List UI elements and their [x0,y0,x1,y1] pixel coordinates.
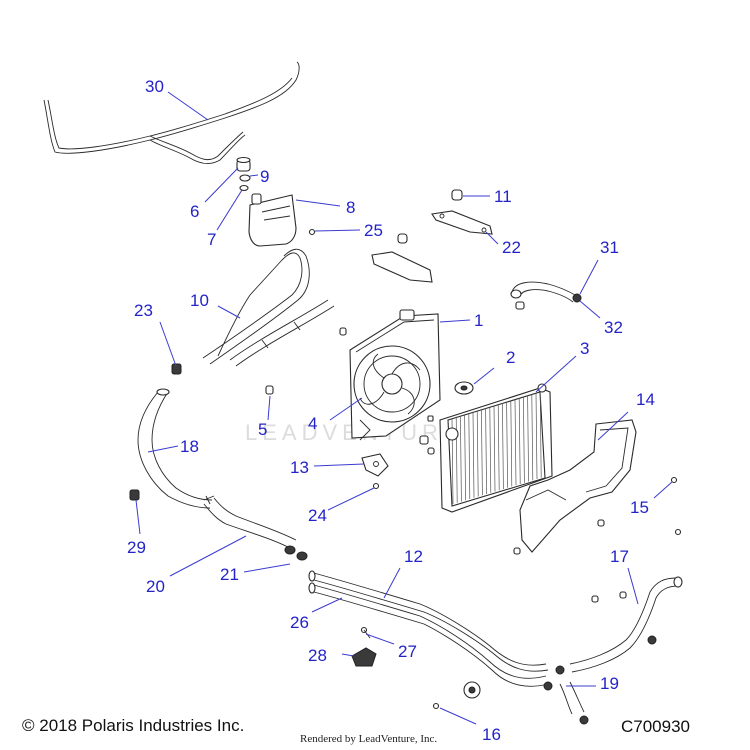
part-14-air-duct [519,419,637,553]
callout-18: 18 [180,437,199,456]
callout-1: 1 [474,311,483,330]
callout-30: 30 [145,77,164,96]
radiator-fin [514,399,517,486]
part-3-radiator [439,383,553,513]
radiator-fin [468,412,471,500]
part-8-coolant-reservoir [248,193,297,247]
callout-14: 14 [636,390,655,409]
radiator-fin [472,411,475,498]
radiator-fin [476,410,479,497]
radiator-fin [523,396,525,483]
radiator-fin [493,405,496,492]
part-20-coolant-pipe [203,495,297,549]
callout-2: 2 [506,348,515,367]
radiator-fin [464,414,466,501]
part-13-lower-bracket [361,453,389,477]
callout-17: 17 [610,547,629,566]
callout-23: 23 [134,301,153,320]
copyright-text: © 2018 Polaris Industries Inc. [22,716,245,735]
misc-fasteners [427,415,627,603]
callout-20: 20 [146,577,165,596]
shroud-mount-tabs [339,327,435,455]
callout-4: 4 [308,414,317,433]
callout-13: 13 [290,458,309,477]
callout-27: 27 [398,642,417,661]
callout-numbers: 30 6 9 7 8 25 10 11 22 31 32 23 1 2 3 4 … [127,77,655,744]
radiator-fin [460,415,462,502]
part-5-nut [265,385,274,395]
callout-32: 32 [604,318,623,337]
callout-31: 31 [600,238,619,257]
part-21-hose-clamps [284,545,308,561]
part-24-screw [372,482,380,490]
radiator-fin [518,397,521,485]
radiator-fin [489,406,492,493]
part-4-cooling-fan [353,345,431,423]
part-11-grommet [451,189,463,201]
radiator-fin [531,394,534,481]
part-18-radiator-hose [137,388,213,509]
callout-28: 28 [308,646,327,665]
callout-11: 11 [494,187,512,206]
drawing-code: C700930 [621,717,691,736]
radiator-fin [485,407,487,495]
radiator-fin [535,392,538,480]
callout-9: 9 [260,167,269,186]
part-6-reservoir-cap [236,156,251,172]
radiator-fin [497,404,500,491]
part-23-hose-clamp [171,363,182,375]
callout-6: 6 [190,202,199,221]
callout-8: 8 [346,198,355,217]
part-10-coolant-tubes [202,248,335,367]
radiator-fin [502,402,504,490]
callout-19: 19 [600,674,619,693]
callout-29: 29 [127,538,146,557]
part-19-hose-elbow [543,665,589,725]
part-32-clamp [572,293,582,303]
part-30-overflow-hose [43,61,300,165]
callout-5: 5 [258,420,267,439]
callout-24: 24 [308,506,327,525]
part-16-screw [432,702,440,710]
callout-12: 12 [404,547,423,566]
part-29-clamp [129,489,140,501]
part-2-grommet [454,381,474,395]
part-9-o-ring [239,174,251,182]
callout-22: 22 [502,238,521,257]
radiator-fin [481,409,483,496]
radiator-fin [527,395,529,482]
callout-3: 3 [580,339,589,358]
part-25-screw [308,228,316,236]
part-12-coolant-tubes [308,570,549,687]
callout-26: 26 [290,613,309,632]
callout-21: 21 [220,565,239,584]
part-22-bracket [431,210,493,235]
callout-7: 7 [207,230,216,249]
callout-10: 10 [190,291,209,310]
radiator-fin [506,401,508,488]
leader-lines [135,91,673,725]
callout-16: 16 [482,725,501,744]
radiator-fin [539,391,542,478]
part-28-bracket [351,647,377,667]
callout-15: 15 [630,498,649,517]
part-31-hose [510,281,578,303]
part-7-washer [239,184,249,192]
lower-fitting [463,681,481,699]
radiator-fin [510,400,513,487]
upper-mount-bracket [371,233,433,283]
part-27-bolt [360,626,371,639]
rendered-by-text: Rendered by LeadVenture, Inc. [300,733,438,745]
small-clamp [515,301,525,310]
part-15-screw [670,476,682,536]
callout-25: 25 [364,221,383,240]
part-17-lower-hose [569,576,683,673]
